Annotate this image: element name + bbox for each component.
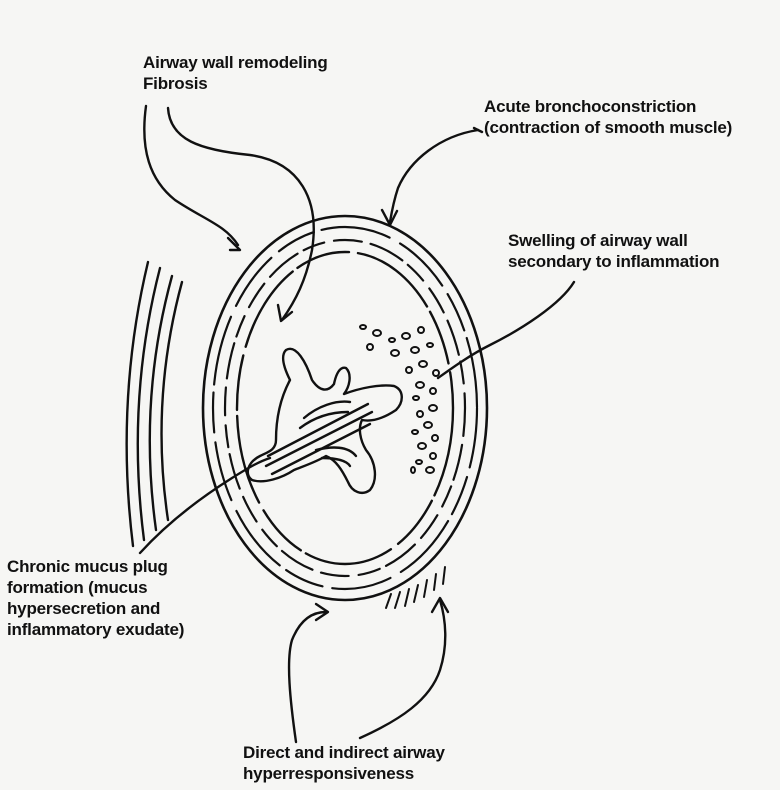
mucus-plug: [248, 349, 402, 493]
remodeling-label-line-1: Airway wall remodeling: [143, 52, 328, 73]
remodeling-label: Airway wall remodeling Fibrosis: [143, 52, 328, 94]
bronchoconstriction-arrow: [390, 130, 478, 222]
swelling-label-line-2: secondary to inflammation: [508, 251, 719, 272]
hyperresponsiveness-label: Direct and indirect airway hyperresponsi…: [243, 742, 445, 784]
inflammation-cells: [360, 325, 439, 473]
swelling-label-line-1: Swelling of airway wall: [508, 230, 719, 251]
airway-lumen-outline: [248, 349, 402, 493]
hyperresponsiveness-label-line-2: hyperresponsiveness: [243, 763, 445, 784]
bronchoconstriction-label-line-2: (contraction of smooth muscle): [484, 117, 732, 138]
swelling-label: Swelling of airway wall secondary to inf…: [508, 230, 719, 272]
mucus-plug-label-line-1: Chronic mucus plug: [7, 556, 184, 577]
hyperresponsiveness-arrow-right: [360, 600, 445, 738]
swelling-leader-line: [438, 282, 574, 378]
mucus-strand: [268, 404, 368, 456]
airway-wall-inner-ring: [237, 252, 453, 564]
mucus-plug-label: Chronic mucus plug formation (mucus hype…: [7, 556, 184, 640]
remodeling-label-line-2: Fibrosis: [143, 73, 328, 94]
mucus-plug-leader-line: [140, 458, 270, 553]
mucus-plug-label-line-4: inflammatory exudate): [7, 619, 184, 640]
leader-arrows: [140, 106, 574, 742]
airway-wall: [203, 216, 487, 600]
hyperresponsiveness-label-line-1: Direct and indirect airway: [243, 742, 445, 763]
mucus-plug-label-line-3: hypersecretion and: [7, 598, 184, 619]
remodeling-arrow: [168, 108, 314, 320]
fibrosis-arrow: [144, 106, 238, 245]
airway-wall-outer-ring: [203, 216, 487, 600]
fibrosis-layers: [127, 262, 182, 546]
bronchoconstriction-label: Acute bronchoconstriction (contraction o…: [484, 96, 732, 138]
bronchoconstriction-label-line-1: Acute bronchoconstriction: [484, 96, 732, 117]
mucus-plug-label-line-2: formation (mucus: [7, 577, 184, 598]
hyperresponsiveness-arrow-left: [289, 612, 326, 742]
